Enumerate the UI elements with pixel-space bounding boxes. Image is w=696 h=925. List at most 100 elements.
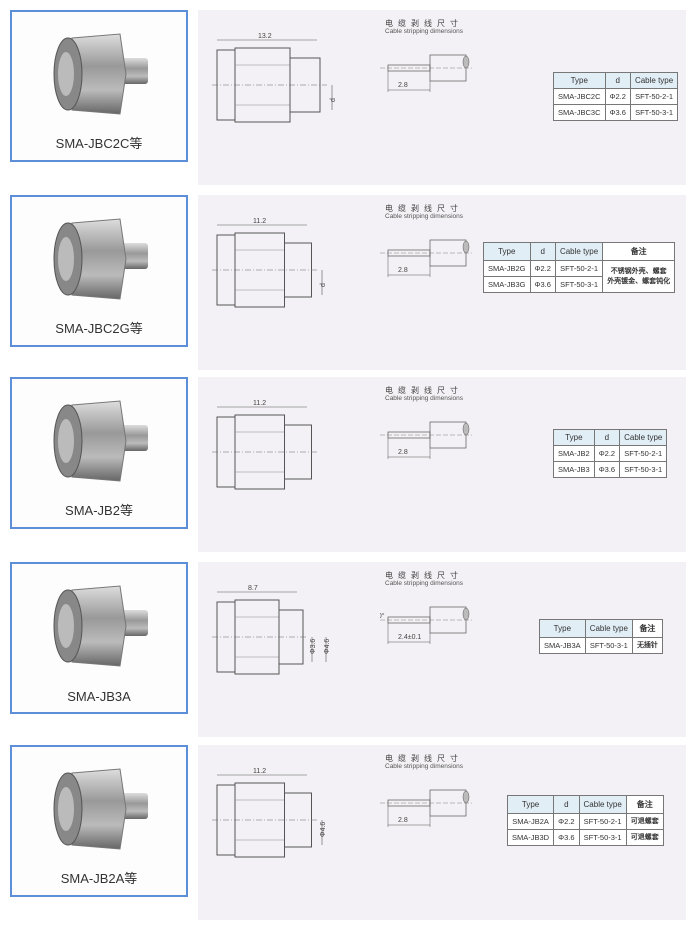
table-cell: SMA-JB3A xyxy=(539,636,586,655)
note-line: 不锈钢外壳、螺套 xyxy=(610,268,667,276)
product-photo: SMA-JBC2G等 xyxy=(10,195,188,347)
stripping-drawing: 2.8 xyxy=(380,50,480,105)
stripping-drawing: 2.8 xyxy=(380,785,480,840)
table-cell: SFT-50-2-1 xyxy=(629,88,679,105)
column-header: Cable type xyxy=(584,619,633,638)
strip-subtitle: Cable stripping dimensions xyxy=(385,213,464,220)
table-cell: SMA-JB3 xyxy=(553,461,595,478)
length-dimension: 11.2 xyxy=(253,768,266,775)
product-model-label: SMA-JBC2G等 xyxy=(55,321,143,336)
connector-drawing: 13.2 d xyxy=(212,30,382,165)
column-header: Type xyxy=(483,242,531,261)
product-photo: SMA-JB2A等 xyxy=(10,745,188,897)
diameter-dimension: Φ4.6 xyxy=(320,822,327,837)
connector-drawing: 11.2 xyxy=(212,397,382,532)
table-cell: SFT-50-3-1 xyxy=(629,104,679,121)
stripping-drawing: 2.8 xyxy=(380,235,480,290)
connector-drawing: 11.2 Φ4.6 xyxy=(212,765,382,900)
table-cell: 无插针 xyxy=(631,636,663,655)
column-header: 备注 xyxy=(625,795,664,814)
diameter-dimension: d xyxy=(320,283,327,287)
note-line: 外壳镀金、螺套钝化 xyxy=(607,277,671,285)
strip-title: 电缆剥线尺寸 xyxy=(385,571,463,580)
strip-length: 2.8 xyxy=(398,449,408,456)
strip-length: 2.8 xyxy=(398,817,408,824)
strip-subtitle: Cable stripping dimensions xyxy=(385,395,464,402)
table-cell: 可退螺套 xyxy=(625,829,664,847)
table-cell: SMA-JB3G xyxy=(483,276,531,293)
column-header: Cable type xyxy=(619,429,668,446)
product-photo: SMA-JB2等 xyxy=(10,377,188,529)
strip-title: 电缆剥线尺寸 xyxy=(385,204,463,213)
diameter-dimension: Φ3.6 xyxy=(310,639,317,654)
table-cell: Φ3.6 xyxy=(529,276,556,293)
column-header: Type xyxy=(553,429,595,446)
diameter-dimension: Φ4.6 xyxy=(324,639,331,654)
column-header: d xyxy=(593,429,621,446)
table-cell: Φ3.6 xyxy=(604,104,631,121)
strip-title: 电缆剥线尺寸 xyxy=(385,386,463,395)
length-dimension: 11.2 xyxy=(253,400,266,407)
table-cell: SFT-50-3-1 xyxy=(584,636,633,655)
column-header: Type xyxy=(506,795,555,814)
product-photo: SMA-JB3A xyxy=(10,562,188,714)
table-cell: SFT-50-2-1 xyxy=(554,260,604,277)
table-cell: SFT-50-2-1 xyxy=(578,812,627,831)
strip-subtitle: Cable stripping dimensions xyxy=(385,28,464,35)
strip-subtitle: Cable stripping dimensions xyxy=(385,580,464,587)
stripping-drawing: 2.8 xyxy=(380,417,480,472)
table-cell: SFT-50-2-1 xyxy=(619,445,668,462)
table-cell: SMA-JBC3C xyxy=(553,104,606,121)
column-header: Type xyxy=(539,619,586,638)
note-cell: 不锈钢外壳、螺套外壳镀金、螺套钝化 xyxy=(602,260,676,293)
table-cell: SMA-JBC2C xyxy=(553,88,606,105)
product-photo: SMA-JBC2C等 xyxy=(10,10,188,162)
column-header: Cable type xyxy=(629,72,679,89)
strip-title: 电缆剥线尺寸 xyxy=(385,19,463,28)
table-cell: Φ3.6 xyxy=(553,829,580,847)
strip-title: 电缆剥线尺寸 xyxy=(385,754,463,763)
strip-length: 2.8 xyxy=(398,82,408,89)
product-model-label: SMA-JB2A等 xyxy=(60,871,138,886)
connector-photo-icon xyxy=(53,768,148,850)
stripping-drawing: 2.4±0.1 90° xyxy=(374,602,480,657)
column-header: d xyxy=(529,242,556,261)
length-dimension: 13.2 xyxy=(258,33,272,40)
table-cell: SFT-50-3-1 xyxy=(619,461,668,478)
table-cell: SFT-50-3-1 xyxy=(578,829,627,847)
connector-photo-icon xyxy=(53,400,148,482)
strip-subtitle: Cable stripping dimensions xyxy=(385,763,464,770)
table-cell: SFT-50-3-1 xyxy=(554,276,604,293)
table-cell: 可退螺套 xyxy=(625,812,664,831)
connector-drawing: 11.2 d xyxy=(212,215,382,350)
strip-length: 2.4±0.1 xyxy=(398,634,421,641)
column-header: 备注 xyxy=(631,619,663,638)
column-header: Cable type xyxy=(554,242,604,261)
strip-angle: 90° xyxy=(380,612,385,620)
table-cell: Φ3.6 xyxy=(593,461,621,478)
connector-photo-icon xyxy=(53,218,148,300)
connector-photo-icon xyxy=(53,585,148,667)
